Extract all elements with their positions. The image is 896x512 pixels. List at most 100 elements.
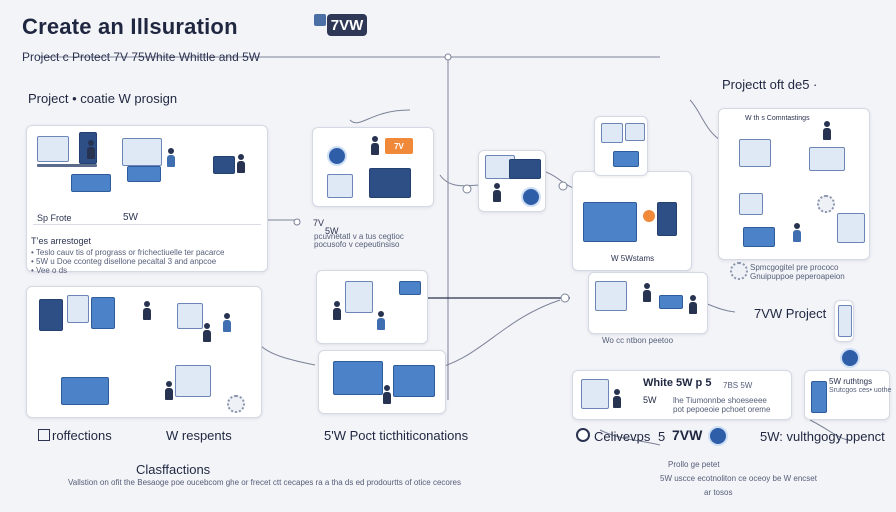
section-right-label: Projectt oft de5 · <box>722 77 818 92</box>
person-icon <box>165 381 173 403</box>
person-icon <box>203 323 211 345</box>
caption-right-1: Spmcgogitel pre prococo <box>750 263 839 272</box>
bottom-right-1: Prollo ge petet <box>668 460 720 469</box>
person-icon <box>223 313 231 335</box>
panel-bottom-right: White 5W p 5 7BS 5W 5W lhe Tiumonnbe sho… <box>572 370 792 420</box>
person-icon <box>377 311 385 333</box>
blue-circle-icon <box>840 348 860 368</box>
person-icon <box>167 148 175 170</box>
bottom-right-2: 5W uscce ecotnoliton ce oceoy be W encse… <box>660 474 817 483</box>
panel-top-middle: 7V <box>312 127 434 207</box>
monitor-icon <box>743 227 775 247</box>
bottom-title: Clasffactions <box>136 462 211 477</box>
wreath-label: 5W ruthtngs <box>829 377 873 386</box>
person-icon <box>237 154 245 176</box>
gear-icon <box>730 262 748 280</box>
panel-far-top <box>594 116 648 176</box>
panel-top-right: W th s Comntastings <box>718 108 870 260</box>
server-icon <box>39 299 63 331</box>
person-icon <box>493 183 501 205</box>
section-left-label: Project • coatie W prosign <box>28 91 178 106</box>
page-subtitle: Project c Protect 7V 75White Whittle and… <box>22 50 261 64</box>
footer-right-a2: 5 <box>658 429 666 444</box>
panel-icon <box>837 213 865 243</box>
white-sw-tag: 7BS 5W <box>723 381 753 390</box>
panel1-desc-3: • Vee o ds <box>31 266 68 275</box>
monitor-icon <box>333 361 383 395</box>
screen-icon <box>213 156 235 174</box>
monitor-icon <box>61 377 109 405</box>
monitor-icon <box>393 365 435 397</box>
blue-circle-icon <box>708 426 728 446</box>
footer-center-label: 5'W Poct ticthiticonations <box>324 428 469 443</box>
gear-icon <box>227 395 245 413</box>
footer-left-label: roffections <box>52 428 112 443</box>
panel1-desc-2: • 5W u Doe cconteg disellone pecaltal 3 … <box>31 257 217 266</box>
tag-badge: 7V <box>385 138 413 154</box>
panel1-bullet: T’es arrestoget <box>31 236 92 246</box>
right-panel-label: W 5Wstams <box>611 254 655 263</box>
panel-bottom-middle-top <box>316 270 428 344</box>
mid-tag2-label: 5W <box>325 226 339 236</box>
person-icon <box>613 389 621 411</box>
panel1-left-label: Sp Frote <box>37 213 72 223</box>
footer-right-a: Celivevps <box>594 429 651 444</box>
footer-right-c: 5W: vulthgogy ppenct <box>760 429 885 444</box>
panel1-right-label: 5W <box>123 212 138 223</box>
panel-bottom-far-right: 5W ruthtngs Srutcgos ces• uothe <box>804 370 892 420</box>
project-right-label: 7VW Project <box>754 306 827 321</box>
person-icon <box>823 121 831 143</box>
white-sw-label: White 5W p 5 <box>643 377 712 389</box>
desk <box>37 164 97 167</box>
gear-icon <box>817 195 835 213</box>
page-title: Create an Illsuration <box>22 14 238 39</box>
laptop-icon <box>613 151 639 167</box>
panel-icon <box>345 281 373 313</box>
monitor-icon <box>37 136 69 162</box>
footer-mid-label: W respents <box>166 428 232 443</box>
laptop-icon <box>659 295 683 309</box>
laptop-icon <box>399 281 421 295</box>
bottom-right-3: ar tosos <box>704 488 733 497</box>
monitor-icon <box>175 365 211 397</box>
panel-top-center <box>478 150 546 212</box>
bell-icon <box>576 428 590 442</box>
panel-icon <box>601 123 623 143</box>
panel-bottom-middle <box>318 350 446 414</box>
person-icon <box>371 136 379 158</box>
person-icon <box>643 283 651 305</box>
server-icon <box>657 202 677 236</box>
panel-bottom-left <box>26 286 262 418</box>
checkbox-icon <box>38 429 50 441</box>
sw-desc-2: pot pepoeoie pchoet oreme <box>673 405 771 414</box>
monitor-icon <box>509 159 541 179</box>
panel1-desc-1: • Teslo cauv tis of prograss or frichect… <box>31 248 225 257</box>
person-icon <box>383 385 391 407</box>
sw-tag: 5W <box>643 395 657 405</box>
panel-icon <box>91 297 115 329</box>
caption-right-2: Gnuipuppoe peperoapeion <box>750 272 845 281</box>
panel-icon <box>177 303 203 329</box>
wreath-desc: Srutcgos ces• uothe <box>829 387 892 394</box>
footer-right-b: 7VW <box>672 427 703 443</box>
person-icon <box>87 140 95 162</box>
laptop-icon <box>127 166 161 182</box>
mid-desc-1: pcuvnetatl v a tus cegtioc <box>314 232 404 241</box>
panel-icon <box>739 193 763 215</box>
mid-desc-2: pocusofo v cepeutinsiso <box>314 240 400 249</box>
panel-icon <box>581 379 609 409</box>
mid-right-caption: Wo cc ntbon peetoo <box>602 336 674 345</box>
panel-icon <box>67 295 89 323</box>
blue-circle-icon <box>327 146 347 166</box>
screen-icon <box>71 174 111 192</box>
monitor-icon <box>122 138 162 166</box>
panel-icon <box>809 147 845 171</box>
bottom-desc: Vallstion on ofit the Besaoge poe oucebc… <box>68 478 461 487</box>
monitor-icon <box>583 202 637 242</box>
mid-tag-label: 7V <box>313 218 325 228</box>
panel-right-middle: W 5Wstams <box>572 171 692 271</box>
sw-desc-1: lhe Tiumonnbe shoeseeee <box>673 396 767 405</box>
person-icon <box>689 295 697 317</box>
person-icon <box>333 301 341 323</box>
panel-icon <box>811 381 827 413</box>
